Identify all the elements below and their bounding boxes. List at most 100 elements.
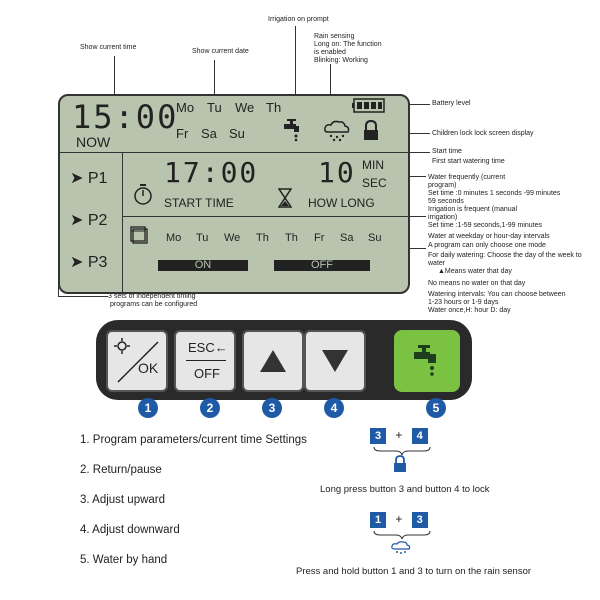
rain-combo: 1 + 3 [370, 512, 428, 528]
battery-icon [352, 98, 385, 113]
lock-instructions: Long press button 3 and button 4 to lock [320, 484, 490, 495]
lcd-day-mo: Mo [176, 100, 195, 115]
label-water-freq-6: irrigation) [428, 214, 458, 221]
week-day: Mo [166, 232, 182, 244]
label-weekday-4: ▲Means water that day [438, 268, 512, 275]
legend-item-3: 3. Adjust upward [80, 494, 166, 506]
lcd-day-sa: Sa [201, 126, 217, 141]
program-label: P2 [87, 212, 108, 229]
start-time-value: 17:00 [164, 156, 259, 189]
program-p1: ➤ P1 [70, 168, 107, 188]
label-water-freq-2: program) [428, 182, 457, 189]
triangle-down-icon [322, 350, 348, 372]
program-label: P3 [87, 254, 108, 271]
label-rain-sensing-2: Long on: The function [314, 41, 382, 48]
label-weekday-3: For daily watering: Choose the day of th… [428, 252, 582, 267]
label-first-start: First start watering time [432, 158, 505, 165]
label-show-current-date: Show current date [192, 48, 249, 55]
label-children-lock: Children lock lock screen display [432, 130, 534, 137]
rain-cloud-icon [324, 120, 350, 142]
rain-cloud-icon [391, 541, 411, 554]
week-day: Th [285, 232, 298, 244]
legend-item-4: 4. Adjust downward [80, 524, 180, 536]
faucet-icon [284, 119, 299, 142]
how-long-label: HOW LONG [308, 196, 375, 210]
label-rain-sensing-1: Rain sensing [314, 33, 355, 40]
key-1: 1 [370, 512, 386, 528]
plus-sign: + [395, 428, 403, 442]
label-weekday-5: No means no water on that day [428, 280, 526, 287]
label-three-sets-2: programs can be configured [110, 301, 198, 308]
label-weekday-6: Watering intervals: You can choose betwe… [428, 291, 566, 298]
legend-item-2: 2. Return/pause [80, 464, 162, 476]
hourglass-icon [278, 188, 292, 208]
stopwatch-icon [134, 184, 152, 205]
up-button[interactable] [242, 330, 304, 392]
label-weekday-7: 1-23 hours or 1-9 days [428, 299, 499, 306]
week-day: Sa [340, 232, 354, 244]
down-button[interactable] [304, 330, 366, 392]
label-weekday-1: Water at weekday or hour-day intervals [428, 233, 550, 240]
label-water-freq-5: Irrigation is frequent (manual [428, 206, 518, 213]
settings-ok-button[interactable]: OK [106, 330, 168, 392]
legend-item-1: 1. Program parameters/current time Setti… [80, 434, 307, 446]
label-water-freq-4: 59 seconds [428, 198, 464, 205]
lock-icon [394, 455, 406, 472]
arrow-icon: ➤ [70, 212, 84, 229]
esc-off-button[interactable]: ESC← OFF [174, 330, 236, 392]
off-indicator: OFF [274, 260, 370, 271]
label-show-current-time: Show current time [80, 44, 137, 51]
connector-line [114, 56, 115, 102]
number-badge-3: 3 [262, 398, 282, 418]
key-3: 3 [370, 428, 386, 444]
esc-label: ESC← [188, 340, 228, 355]
water-by-hand-button[interactable] [394, 330, 460, 392]
connector-line [214, 60, 215, 104]
key-4: 4 [411, 428, 428, 444]
brace-icon [373, 530, 431, 540]
connector-line [295, 26, 296, 116]
week-day: Tu [196, 232, 209, 244]
lcd-display: 15:00 NOW Mo Tu We Th Fr Sa Su ➤ P1 ➤ P2… [58, 94, 410, 294]
ok-label: OK [138, 360, 159, 376]
label-weekday-2: A program can only choose one mode [428, 242, 546, 249]
program-p3: ➤ P3 [70, 252, 107, 272]
program-p2: ➤ P2 [70, 210, 107, 230]
program-label: P1 [87, 170, 108, 187]
plus-sign: + [395, 512, 403, 526]
label-three-sets-1: 3 sets of independent timing [108, 293, 196, 300]
duration-value: 10 [318, 156, 356, 189]
week-day: We [224, 232, 241, 244]
label-rain-sensing-3: is enabled [314, 49, 346, 56]
number-badge-5: 5 [426, 398, 446, 418]
week-day: Fr [314, 232, 325, 244]
lcd-day-fr: Fr [176, 126, 189, 141]
label-water-freq-7: Set time :1-59 seconds,1-99 minutes [428, 222, 543, 229]
label-irrigation-prompt: Irrigation on prompt [268, 16, 329, 23]
off-label: OFF [194, 366, 220, 381]
slash-divider [117, 341, 159, 383]
number-badge-4: 4 [324, 398, 344, 418]
rain-instructions: Press and hold button 1 and 3 to turn on… [296, 566, 532, 577]
key-3: 3 [411, 512, 428, 528]
label-water-freq-3: Set time :0 minutes 1 seconds -99 minute… [428, 190, 561, 197]
sun-icon [114, 338, 130, 354]
legend-item-5: 5. Water by hand [80, 554, 168, 566]
lock-combo: 3 + 4 [370, 428, 428, 444]
number-badge-2: 2 [200, 398, 220, 418]
label-start-time: Start time [432, 148, 462, 155]
start-time-label: START TIME [164, 196, 234, 210]
arrow-icon: ➤ [70, 170, 84, 187]
lcd-day-tu: Tu [207, 100, 222, 115]
week-day: Su [368, 232, 382, 244]
on-indicator: ON [158, 260, 248, 271]
label-rain-sensing-4: Blinking: Working [314, 57, 368, 64]
connector-line [330, 64, 331, 114]
lcd-now: NOW [76, 134, 111, 150]
lcd-day-su: Su [229, 126, 245, 141]
week-day: Th [256, 232, 269, 244]
lock-icon [364, 120, 378, 140]
lcd-day-we: We [235, 100, 255, 115]
lcd-clock: 15:00 [72, 98, 179, 136]
triangle-up-icon [260, 350, 286, 372]
